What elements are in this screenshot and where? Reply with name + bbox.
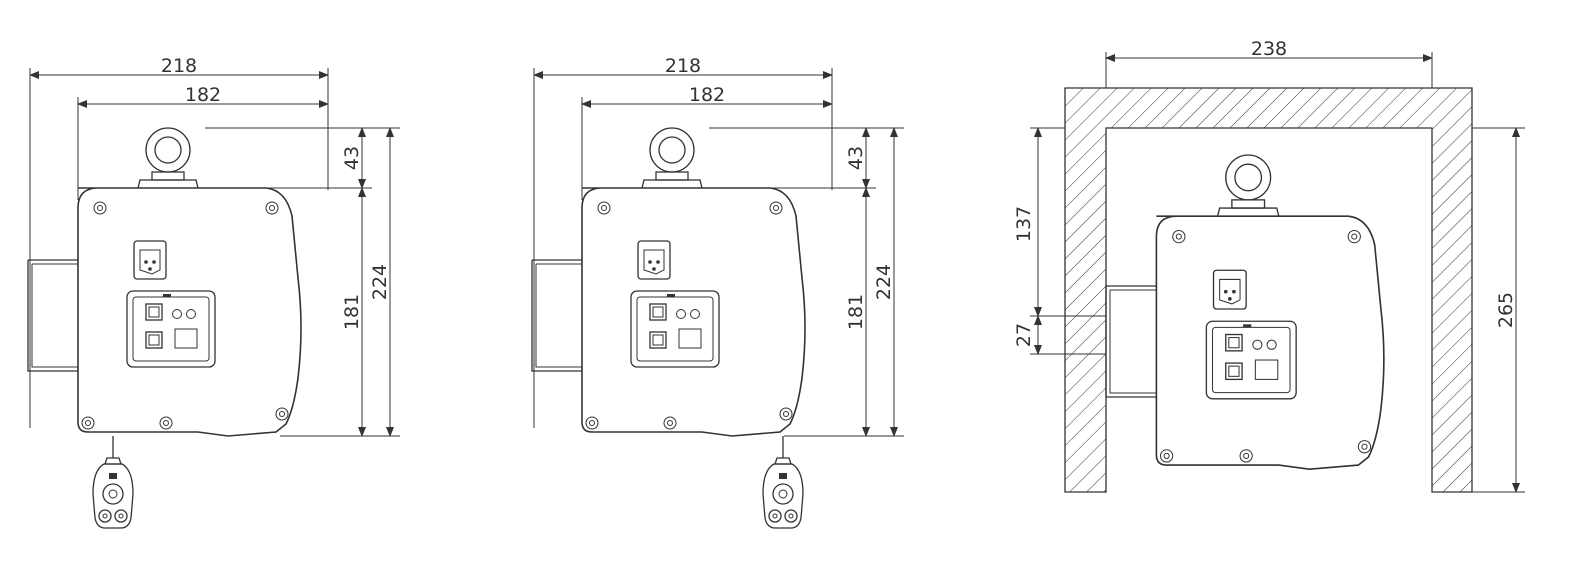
dim-width-overall: 218 xyxy=(665,55,701,77)
dim-mount-offset: 137 xyxy=(1013,206,1035,242)
dim-height-body: 181 xyxy=(341,294,363,330)
dim-bracket-slot: 27 xyxy=(1013,323,1035,347)
dim-width-body: 182 xyxy=(185,84,221,106)
dim-clearance-width: 238 xyxy=(1251,38,1287,60)
dim-width-overall: 218 xyxy=(161,55,197,77)
dim-height-body: 181 xyxy=(845,294,867,330)
reel-unit-1 xyxy=(77,127,302,437)
dim-height-eye: 43 xyxy=(845,146,867,170)
wall-bracket-icon xyxy=(1105,273,1165,398)
front-view-2: 218 182 43 181 224 xyxy=(531,55,904,529)
dim-height-overall: 224 xyxy=(369,264,391,300)
installed-view: 238 265 137 27 xyxy=(1013,38,1525,493)
dim-height-overall: 224 xyxy=(873,264,895,300)
pendant-controller-icon xyxy=(762,435,804,529)
pendant-controller-icon xyxy=(92,435,134,529)
reel-unit-2 xyxy=(581,127,806,437)
dim-height-eye: 43 xyxy=(341,146,363,170)
dim-clearance-height: 265 xyxy=(1495,292,1517,328)
reel-unit-3 xyxy=(1155,154,1385,470)
dim-width-body: 182 xyxy=(689,84,725,106)
front-view-1: 218 182 43 181 224 xyxy=(27,55,400,529)
hatched-wall-icon xyxy=(1064,87,1473,493)
